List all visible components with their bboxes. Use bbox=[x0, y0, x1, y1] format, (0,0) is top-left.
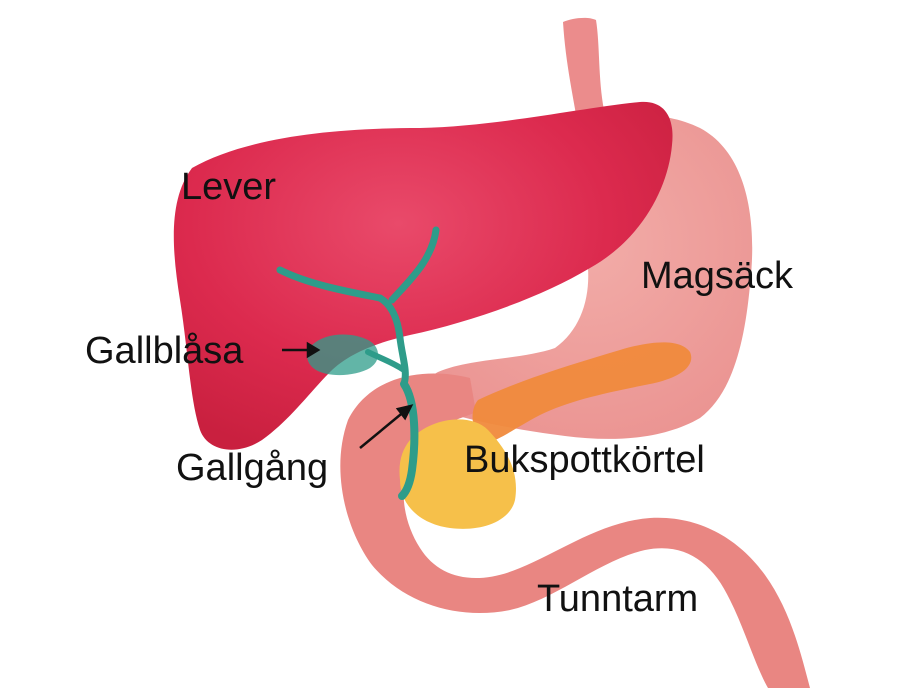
label-magsack: Magsäck bbox=[641, 257, 793, 295]
label-gallgang: Gallgång bbox=[176, 449, 328, 487]
label-lever: Lever bbox=[181, 168, 276, 206]
label-tunntarm: Tunntarm bbox=[537, 580, 698, 618]
label-bukspottkortel: Bukspottkörtel bbox=[464, 441, 705, 479]
label-gallblasa: Gallblåsa bbox=[85, 332, 243, 370]
